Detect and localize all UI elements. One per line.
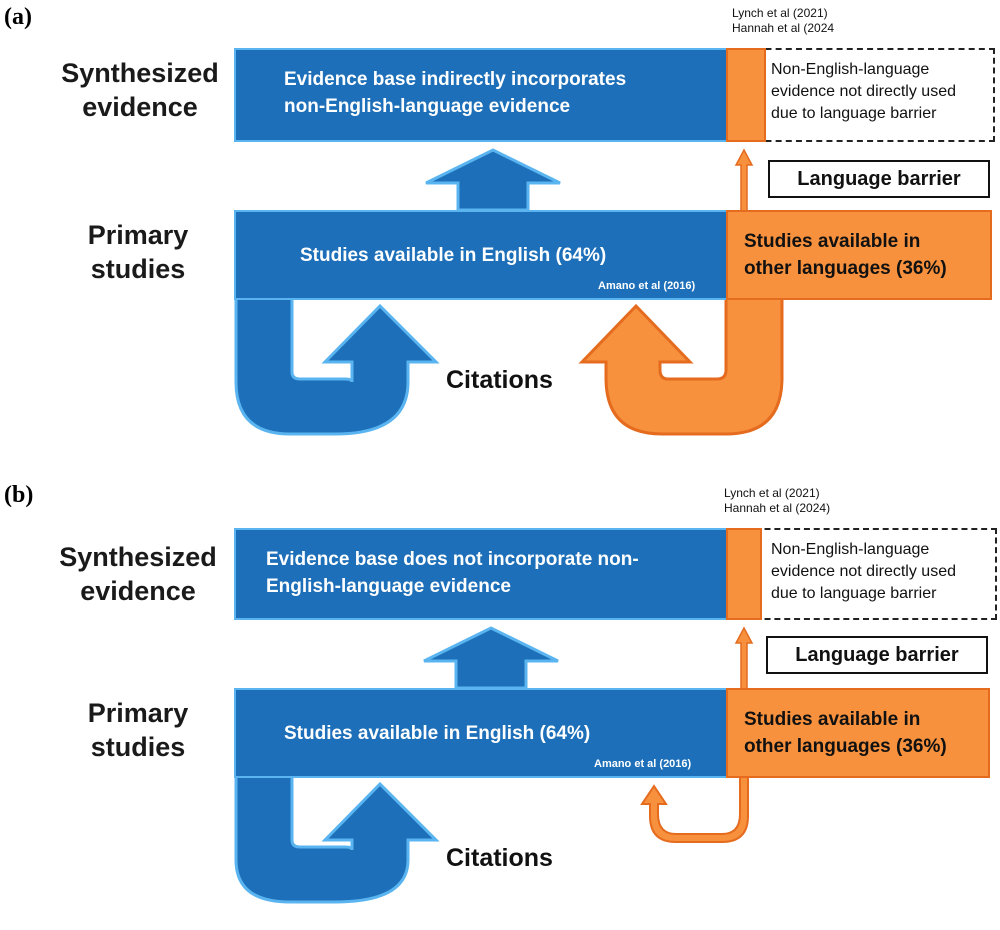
blue-citation-arrow	[234, 774, 440, 904]
panel-label: (b)	[4, 482, 34, 508]
synthesized-evidence-label: Synthesized evidence	[59, 542, 217, 606]
synthesized-evidence-box: Evidence base indirectly incorporates no…	[234, 48, 728, 142]
amano-reference: Amano et al (2016)	[598, 280, 696, 292]
other-language-studies-box: Studies available in other languages (36…	[726, 210, 992, 300]
orange-barrier-arrow	[734, 626, 754, 691]
panel-b-arrows	[234, 626, 754, 904]
language-barrier-box: Language barrier	[766, 636, 988, 674]
english-studies-text: Studies available in English (64%)	[300, 245, 607, 266]
citations-label: Citations	[446, 844, 553, 872]
blue-citation-arrow	[234, 296, 440, 436]
orange-citation-arrow	[578, 296, 784, 436]
non-english-evidence-dashed-box: Non-English-language evidence not direct…	[735, 528, 997, 620]
reference-lynch-hannah: Lynch et al (2021) Hannah et al (2024)	[724, 486, 831, 515]
synthesized-evidence-label: Synthesized evidence	[61, 58, 219, 122]
english-studies-box: Studies available in English (64%) Amano…	[234, 210, 728, 300]
blue-up-arrow	[425, 148, 561, 212]
panel-a-arrows	[234, 148, 784, 436]
amano-reference: Amano et al (2016)	[594, 758, 692, 770]
orange-barrier-arrow	[734, 148, 754, 213]
english-studies-text: Studies available in English (64%)	[284, 723, 591, 744]
other-language-studies-box: Studies available in other languages (36…	[726, 688, 990, 778]
citations-label: Citations	[446, 366, 553, 394]
non-english-evidence-dashed-box: Non-English-language evidence not direct…	[735, 48, 995, 142]
orange-citation-arrow	[640, 775, 749, 843]
reference-lynch-hannah: Lynch et al (2021) Hannah et al (2024	[732, 6, 835, 35]
primary-studies-label: Primary studies	[87, 220, 189, 284]
english-studies-box: Studies available in English (64%) Amano…	[234, 688, 728, 778]
language-barrier-box: Language barrier	[768, 160, 990, 198]
blue-up-arrow	[423, 626, 559, 690]
non-english-evidence-sliver-front	[726, 48, 766, 142]
panel-a: (a) Lynch et al (2021) Hannah et al (202…	[0, 0, 1000, 452]
synthesized-evidence-box: Evidence base does not incorporate non- …	[234, 528, 728, 620]
non-english-evidence-sliver	[726, 528, 762, 620]
panel-label: (a)	[4, 4, 32, 30]
panel-b: (b) Lynch et al (2021) Hannah et al (202…	[0, 478, 1000, 930]
primary-studies-label: Primary studies	[87, 698, 189, 762]
